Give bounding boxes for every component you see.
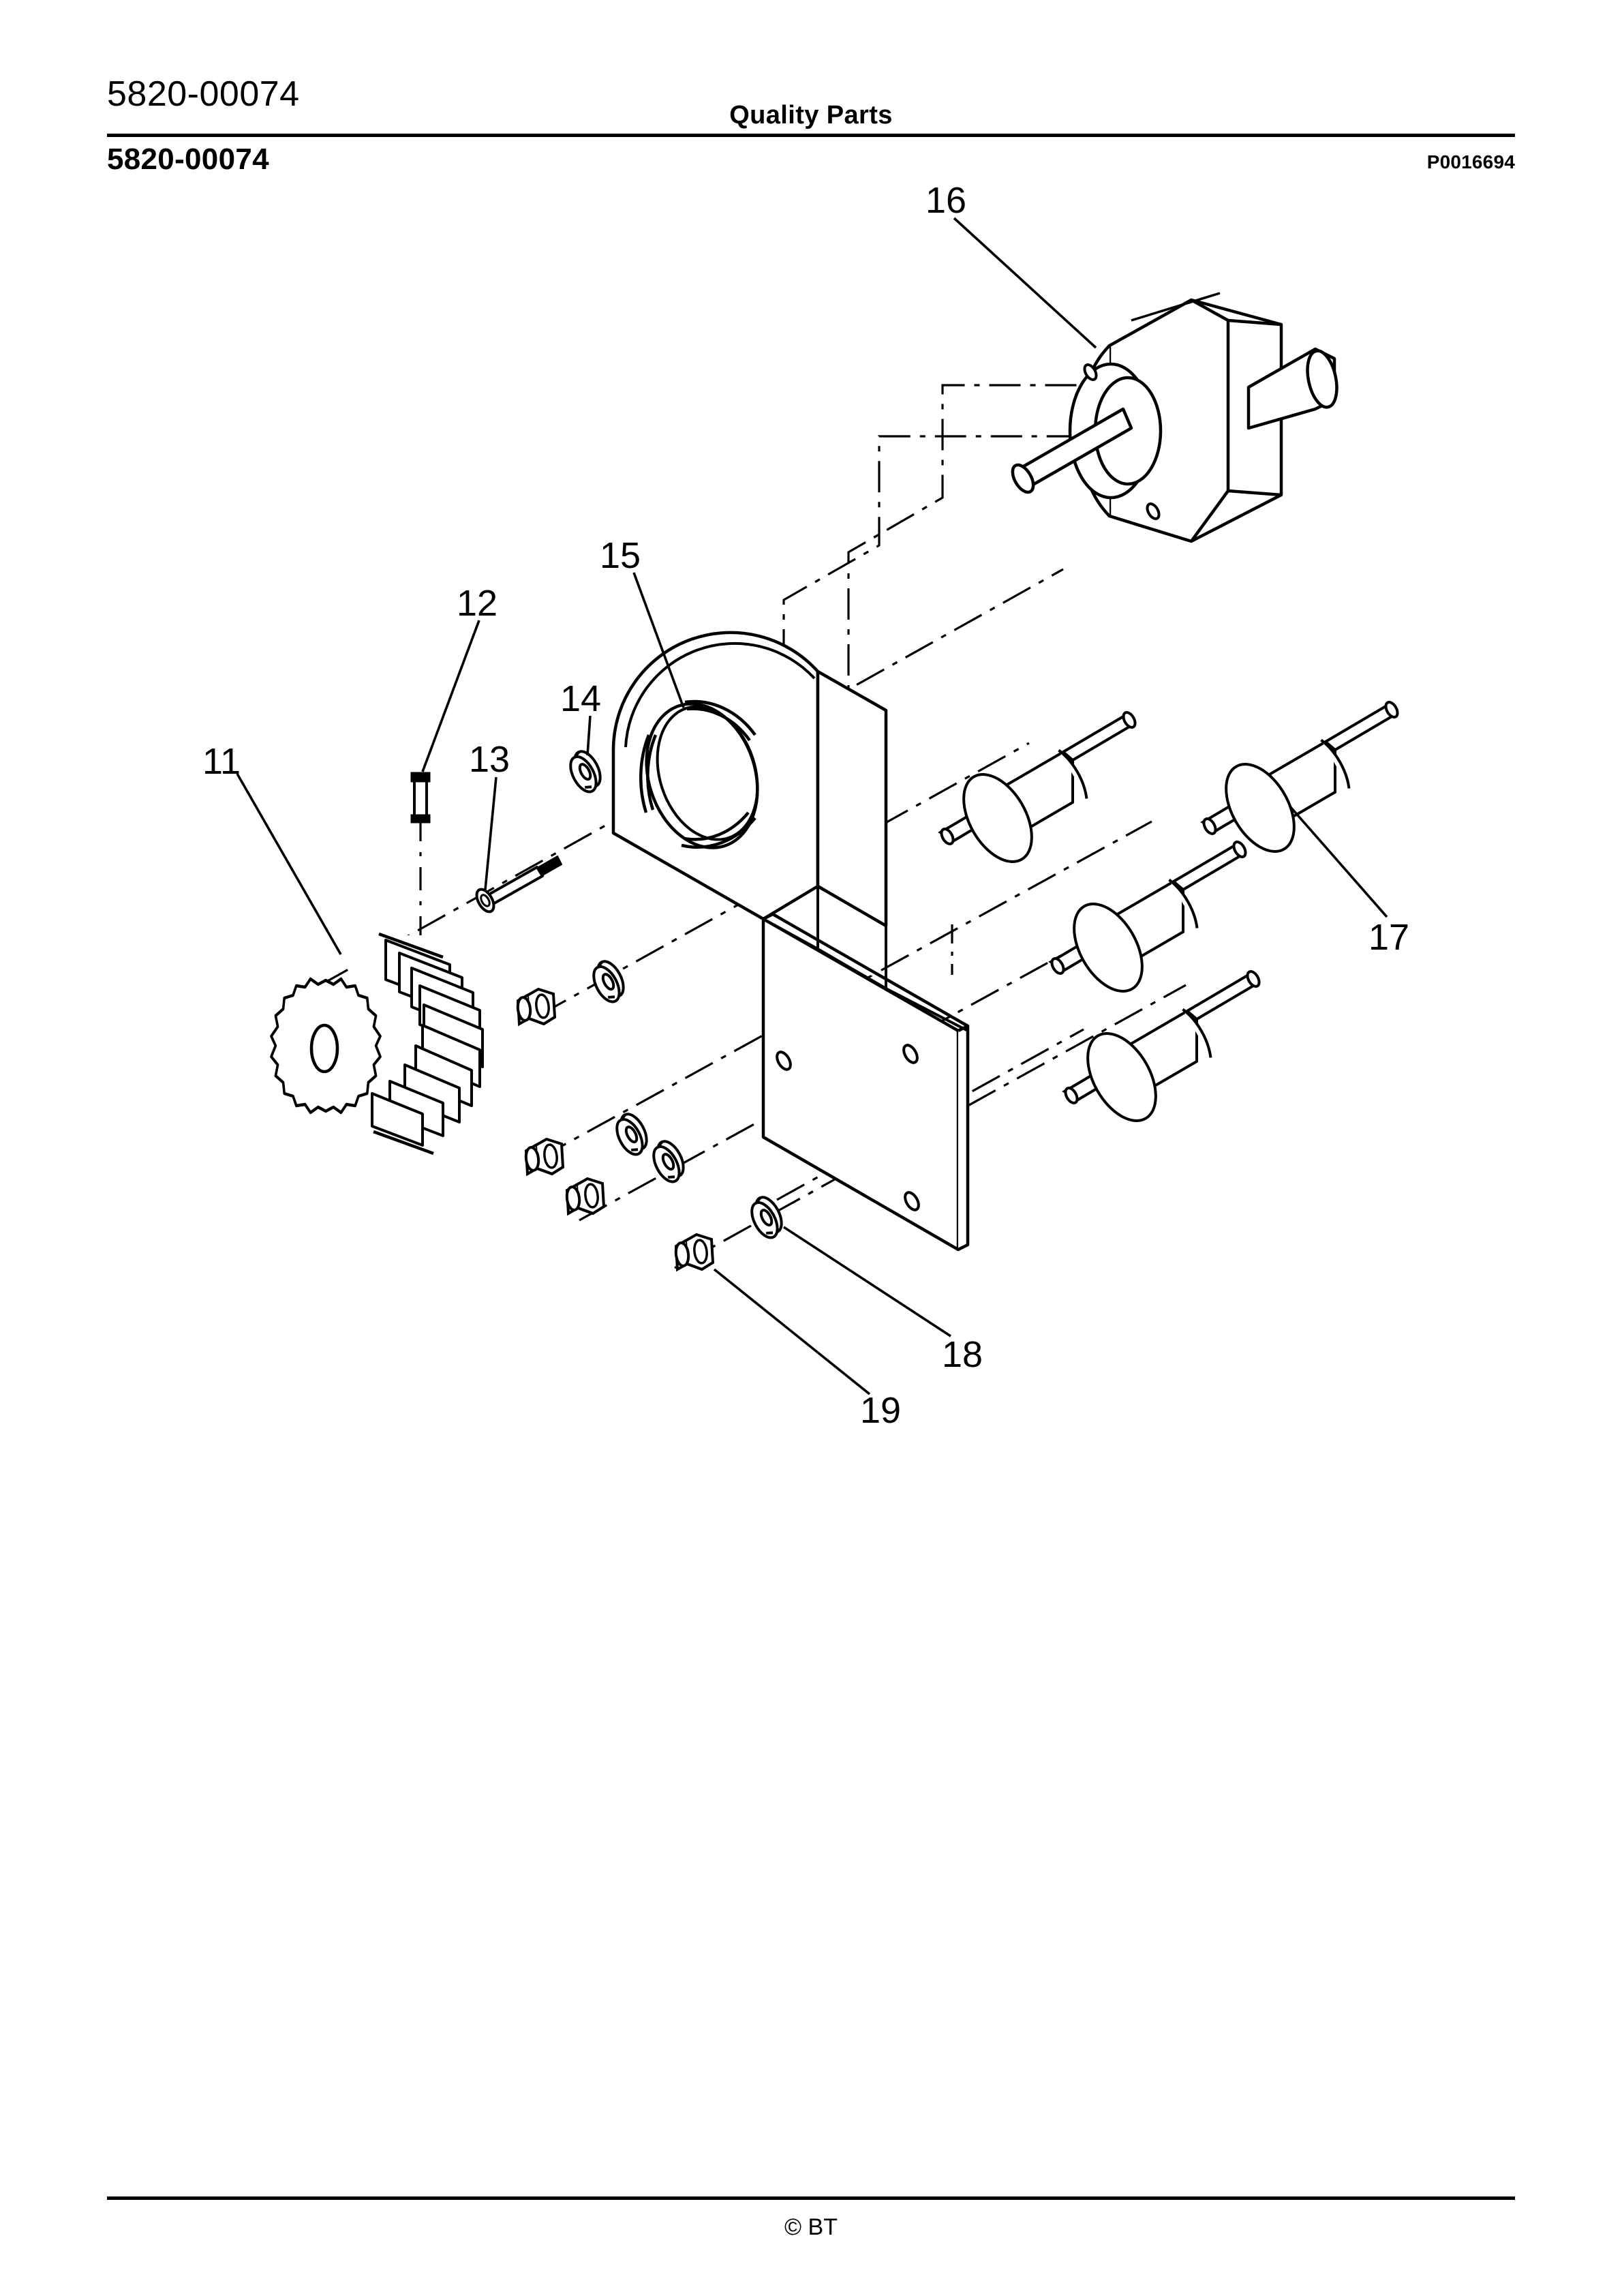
part-vibration-isolator-group: [937, 699, 1402, 1134]
callout-12: 12: [457, 583, 498, 624]
header-rule: [107, 134, 1515, 137]
callout-18: 18: [942, 1334, 983, 1375]
part-motor-mount-bracket: [611, 631, 970, 1252]
header-part-number: 5820-00074: [107, 74, 300, 114]
part-hex-nut-19: [673, 1233, 714, 1271]
page-title: Quality Parts: [729, 101, 893, 130]
callout-numbers: 11 12 13 14 15 16 17 18 19: [202, 180, 1409, 1431]
part-helical-gear: [270, 932, 484, 1155]
callout-13: 13: [469, 739, 510, 780]
callout-14: 14: [560, 678, 601, 719]
part-socket-head-screw: [475, 856, 562, 913]
vibration-isolator: [937, 709, 1139, 875]
vibration-isolator: [1061, 968, 1264, 1134]
footer-rule: [107, 2196, 1515, 2200]
callout-19: 19: [860, 1390, 901, 1431]
vibration-isolator: [1199, 699, 1402, 865]
footer-copyright: © BT: [784, 2214, 838, 2240]
part-hex-nut-cluster: [515, 988, 605, 1215]
part-roll-pin: [410, 772, 431, 824]
part-gear-motor: [1011, 292, 1338, 543]
callout-15: 15: [600, 535, 641, 576]
callout-leader-lines: [236, 217, 1388, 1395]
callout-11: 11: [202, 741, 241, 782]
vibration-isolator: [1047, 839, 1250, 1005]
callout-17: 17: [1368, 917, 1409, 958]
drawing-id: P0016694: [1426, 151, 1515, 172]
callout-16: 16: [925, 180, 966, 221]
section-part-number: 5820-00074: [107, 142, 269, 176]
part-flat-washer-18: [745, 1192, 789, 1243]
